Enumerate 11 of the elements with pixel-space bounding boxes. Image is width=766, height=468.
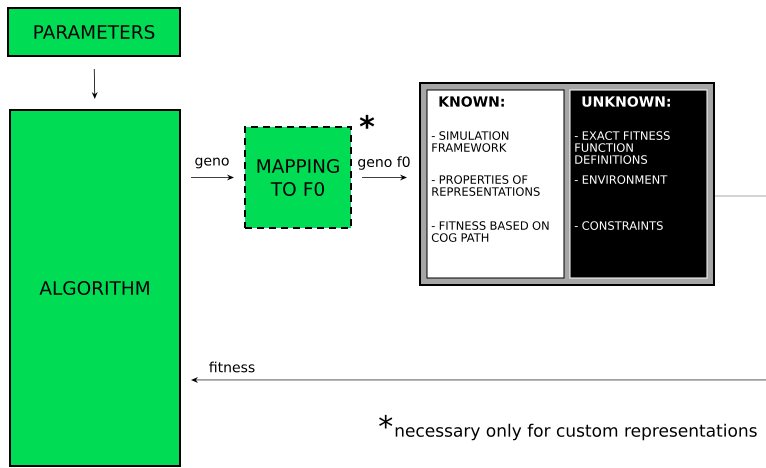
unknown-panel: UNKNOWN: - EXACT FITNESS FUNCTION DEFINITIONS - ENVIRONMENT - CONSTRAINTS: [570, 90, 708, 278]
algorithm-box: ALGORITHM: [9, 109, 181, 467]
parameters-box: PARAMETERS: [7, 7, 181, 57]
asterisk: *: [379, 414, 392, 429]
edge-label: fitness: [209, 362, 255, 372]
edge-label: geno: [195, 158, 229, 168]
asterisk: *: [360, 114, 374, 129]
mapping-box: MAPPING TO F0: [244, 126, 352, 229]
known-panel: KNOWN: - SIMULATION FRAMEWORK - PROPERTIES OF REPRESENTATIONS - FITNESS BASED ON COG PATH: [426, 90, 564, 278]
edge-label: geno f0: [358, 156, 410, 170]
footnote: necessary only for custom representations: [396, 424, 757, 440]
